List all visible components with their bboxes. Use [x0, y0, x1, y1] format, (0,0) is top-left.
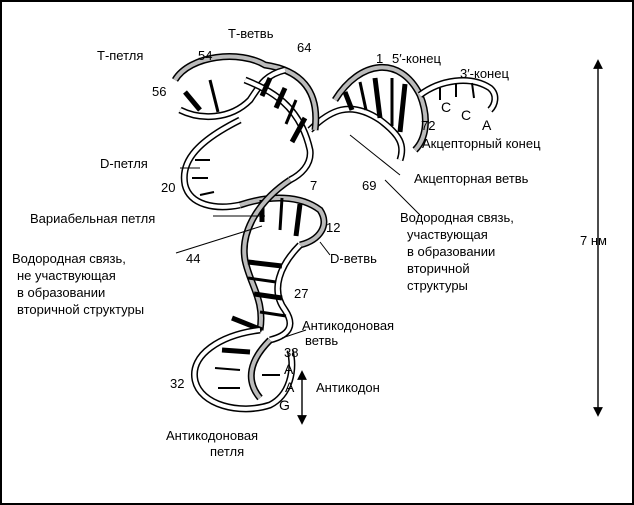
nucleotide-number: 64 [297, 40, 311, 55]
nucleotide-number: 56 [152, 84, 166, 99]
acceptor-base: A [482, 117, 492, 133]
anticodon-base: A [285, 379, 295, 395]
anticodon-base: A [284, 361, 294, 377]
note-tertiary-line: вторичной структуры [17, 302, 144, 317]
variable-loop-label: Вариабельная петля [30, 211, 155, 226]
t-loop-label: Т-петля [97, 48, 143, 63]
nucleotide-number: 54 [198, 48, 212, 63]
note-secondary-line: структуры [407, 278, 468, 293]
note-secondary-line: Водородная связь, [400, 210, 514, 225]
d-arm-helix [180, 116, 328, 249]
acceptor-base: C [461, 107, 471, 123]
leader-lines [175, 134, 421, 339]
nucleotide-number: 69 [362, 178, 376, 193]
nucleotide-number: 44 [186, 251, 200, 266]
note-secondary-line: в образовании [407, 244, 495, 259]
note-tertiary-line: Водородная связь, [12, 251, 126, 266]
three-end-label: 3′-конец [460, 66, 509, 81]
nucleotide-number: 27 [294, 286, 308, 301]
anticodon-label: Антикодон [316, 380, 380, 395]
t-arm-helix [172, 53, 320, 184]
t-arm-label: Т-ветвь [228, 26, 274, 41]
anticodon-loop-label-2: петля [210, 444, 244, 459]
note-secondary-line: вторичной [407, 261, 470, 276]
note-hbond-tertiary: Водородная связь, не участвующая в образ… [12, 251, 144, 317]
five-end-label: 5′-конец [392, 51, 441, 66]
anticodon-arm-helix [231, 177, 303, 344]
nucleotide-number: 7 [310, 178, 317, 193]
anticodon-arm-label-2: ветвь [305, 333, 338, 348]
note-hbond-secondary: Водородная связь, участвующая в образова… [400, 210, 514, 293]
nucleotide-number: 72 [421, 118, 435, 133]
anticodon-arm-label-1: Антикодоновая [302, 318, 394, 333]
three-prime-tail [417, 77, 499, 113]
anticodon-loop-label-1: Антикодоновая [166, 428, 258, 443]
nucleotide-number: 20 [161, 180, 175, 195]
note-tertiary-line: в образовании [17, 285, 105, 300]
acceptor-base: C [441, 99, 451, 115]
nucleotide-number: 38 [284, 345, 298, 360]
acceptor-end-label: Акцепторный конец [422, 136, 541, 151]
acceptor-arm-helix [307, 64, 429, 162]
d-arm-label: D-ветвь [330, 251, 377, 266]
anticodon-loop [190, 326, 296, 413]
acceptor-arm-label: Акцепторная ветвь [414, 171, 529, 186]
nucleotide-number: 32 [170, 376, 184, 391]
d-loop-label: D-петля [100, 156, 148, 171]
note-tertiary-line: не участвующая [17, 268, 116, 283]
anticodon-base: G [279, 397, 290, 413]
size-label: 7 нм [580, 233, 607, 248]
note-secondary-line: участвующая [407, 227, 488, 242]
nucleotide-number: 12 [326, 220, 340, 235]
nucleotide-number: 1 [376, 51, 383, 66]
